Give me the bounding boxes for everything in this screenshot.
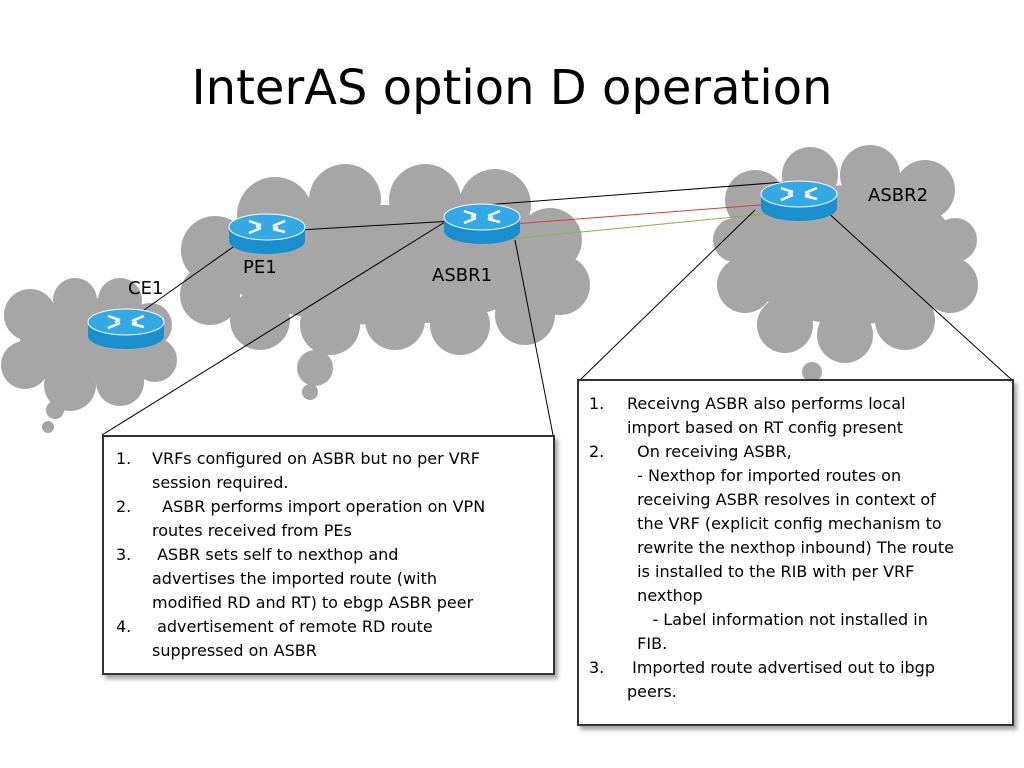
label-pe1: PE1 — [243, 257, 277, 278]
label-asbr1: ASBR1 — [432, 265, 493, 286]
slide-title: InterAS option D operation — [191, 60, 833, 116]
item-text: ASBR performs import operation on VPN ro… — [152, 497, 486, 540]
item-text: VRFs configured on ASBR but no per VRF s… — [152, 449, 480, 492]
item-number: 1. — [589, 394, 605, 413]
left-note-item: 1. VRFs configured on ASBR but no per VRF… — [116, 447, 545, 495]
link-asbr1-asbr2 — [484, 181, 786, 206]
connection-lines — [101, 181, 1013, 436]
item-text: On receiving ASBR, - Nexthop for importe… — [637, 442, 954, 653]
item-text: Imported route advertised out to ibgp pe… — [627, 658, 935, 701]
item-number: 2. — [116, 497, 132, 516]
label-ce1: CE1 — [128, 278, 164, 299]
router-asbr2 — [760, 180, 838, 221]
label-asbr2: ASBR2 — [868, 185, 929, 206]
link-asbr1-asbr2-red — [499, 202, 786, 226]
left-note-list: 1. VRFs configured on ASBR but no per VRF… — [116, 447, 545, 663]
left-note-box: 1. VRFs configured on ASBR but no per VRF… — [102, 435, 555, 675]
item-number: 1. — [116, 449, 132, 468]
router-asbr1 — [443, 203, 521, 244]
right-note-list: 1. Receivng ASBR also performs local impo… — [589, 392, 1008, 704]
callout-line-asbr1-left — [101, 221, 446, 436]
right-note-box: 1. Receivng ASBR also performs local impo… — [577, 379, 1014, 726]
left-note-item: 3. ASBR sets self to nexthop and adverti… — [116, 543, 545, 615]
item-number: 4. — [116, 617, 132, 636]
right-note-item: 3. Imported route advertised out to ibgp… — [589, 656, 1008, 704]
router-pe1 — [228, 213, 306, 254]
cloud-middle — [180, 164, 590, 400]
item-number: 2. — [589, 442, 605, 461]
left-note-item: 4. advertisement of remote RD route supp… — [116, 615, 545, 663]
item-number: 3. — [589, 658, 605, 677]
router-ce1 — [87, 308, 165, 349]
right-note-item: 2. On receiving ASBR, - Nexthop for impo… — [589, 440, 1008, 656]
callout-line-asbr2-left — [579, 209, 756, 381]
cloud-right — [713, 145, 978, 382]
item-text: Receivng ASBR also performs local import… — [627, 394, 906, 437]
callout-line-asbr2-right — [824, 209, 1013, 381]
cloud-left — [1, 278, 177, 433]
item-text: advertisement of remote RD route suppres… — [152, 617, 433, 660]
item-number: 3. — [116, 545, 132, 564]
left-note-item: 2. ASBR performs import operation on VPN… — [116, 495, 545, 543]
right-note-item: 1. Receivng ASBR also performs local impo… — [589, 392, 1008, 440]
link-asbr1-asbr2-green — [499, 211, 786, 241]
callout-line-asbr1-right — [514, 239, 554, 436]
item-text: ASBR sets self to nexthop and advertises… — [152, 545, 474, 612]
link-ce1-pe1 — [129, 234, 251, 321]
